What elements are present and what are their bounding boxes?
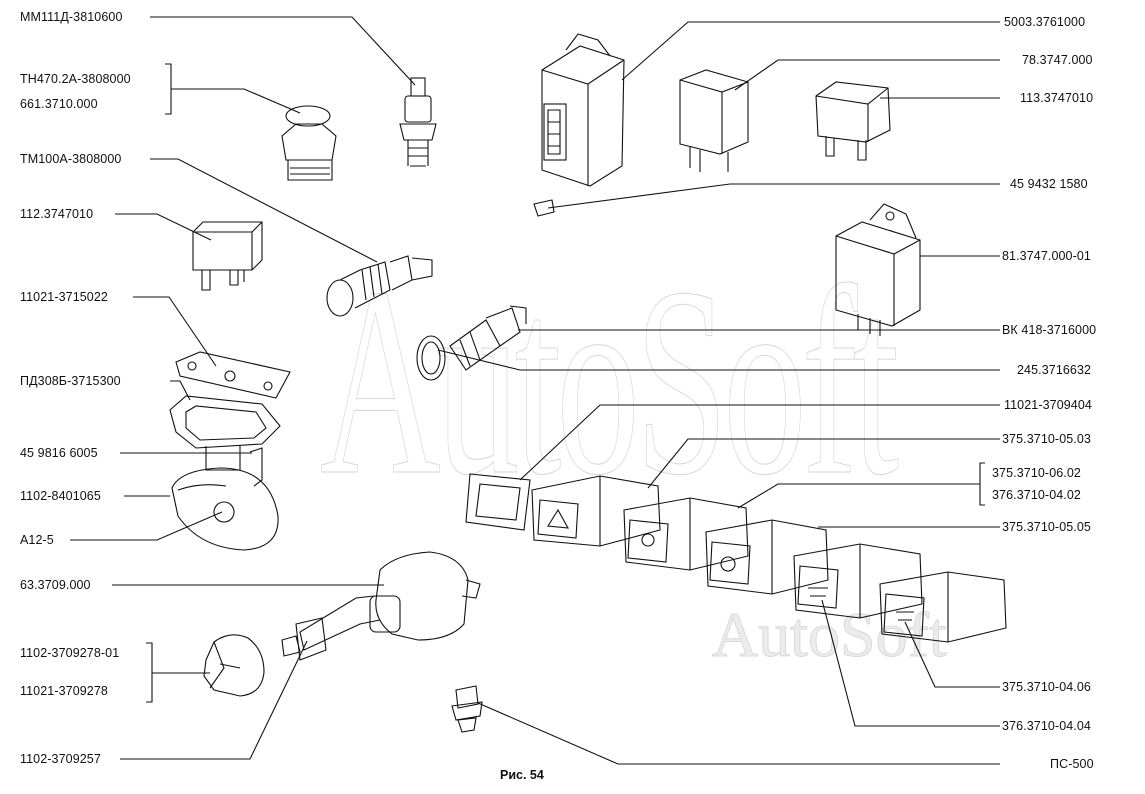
ignition-switch-63 (281, 551, 481, 661)
gasket-ring-245 (416, 335, 446, 381)
label-tm100a: ТМ100А-3808000 (20, 152, 122, 166)
relay-113 (815, 81, 891, 161)
sensor-th470 (281, 105, 337, 181)
relay-78 (679, 69, 749, 172)
label-45-9432: 45 9432 1580 (1010, 177, 1088, 191)
controller-5003 (533, 33, 625, 217)
label-113: 113.3747010 (1020, 91, 1094, 105)
label-ps500: ПС-500 (1050, 757, 1094, 771)
reflector-a12 (171, 467, 279, 551)
label-1102-3709278-01: 1102-3709278-01 (20, 646, 120, 660)
label-245: 245.3716632 (1017, 363, 1092, 377)
leader-lines-right (437, 21, 1000, 765)
sensor-tm100a (326, 255, 433, 317)
switch-376-04-04 (793, 543, 923, 619)
switch-375-04-06 (879, 571, 1007, 643)
label-375-05-05: 375.3710-05.05 (1002, 520, 1091, 534)
lamp-housing (169, 395, 281, 487)
label-11021-3709404: 11021-3709404 (1004, 398, 1092, 412)
leader-lines-left (70, 16, 416, 760)
label-a12: А12-5 (20, 533, 54, 547)
relay-81 (835, 203, 921, 336)
label-th470: ТН470.2А-3808000 (20, 72, 131, 86)
label-11021-3715022: 11021-3715022 (20, 290, 108, 304)
switch-375-05-03 (531, 475, 661, 547)
knob-1102-3709278 (203, 634, 265, 697)
switch-frame-11021 (465, 473, 531, 531)
label-1102-8401065: 1102-8401065 (20, 489, 101, 503)
label-112: 112.3747010 (20, 207, 94, 221)
label-375-04-06: 375.3710-04.06 (1002, 680, 1091, 694)
figure-caption: Рис. 54 (500, 768, 544, 782)
label-45-9816: 45 9816 6005 (20, 446, 98, 460)
label-375-06-02: 375.3710-06.02 (992, 466, 1081, 480)
label-5003: 5003.3761000 (1004, 15, 1086, 29)
label-vk418: ВК 418-3716000 (1002, 323, 1097, 337)
label-376-04-02: 376.3710-04.02 (992, 488, 1081, 502)
label-661: 661.3710.000 (20, 97, 98, 111)
label-78: 78.3747.000 (1022, 53, 1093, 67)
sensor-vk418 (449, 305, 527, 371)
switch-375-06-02 (623, 497, 749, 571)
label-11021-3709278: 11021-3709278 (20, 684, 108, 698)
label-mm111d: ММ111Д-3810600 (20, 10, 123, 24)
label-63-3709: 63.3709.000 (20, 578, 91, 592)
switch-375-05-05 (705, 519, 829, 595)
gasket-plate (175, 351, 291, 399)
lamp-ps500 (451, 685, 483, 733)
label-376-04-04: 376.3710-04.04 (1002, 719, 1091, 733)
label-81: 81.3747.000-01 (1002, 249, 1091, 263)
label-375-05-03: 375.3710-05.03 (1002, 432, 1091, 446)
sensor-mm111d (399, 77, 437, 167)
relay-112 (192, 221, 263, 291)
label-pd308b: ПД308Б-3715300 (20, 374, 121, 388)
label-1102-3709257: 1102-3709257 (20, 752, 101, 766)
